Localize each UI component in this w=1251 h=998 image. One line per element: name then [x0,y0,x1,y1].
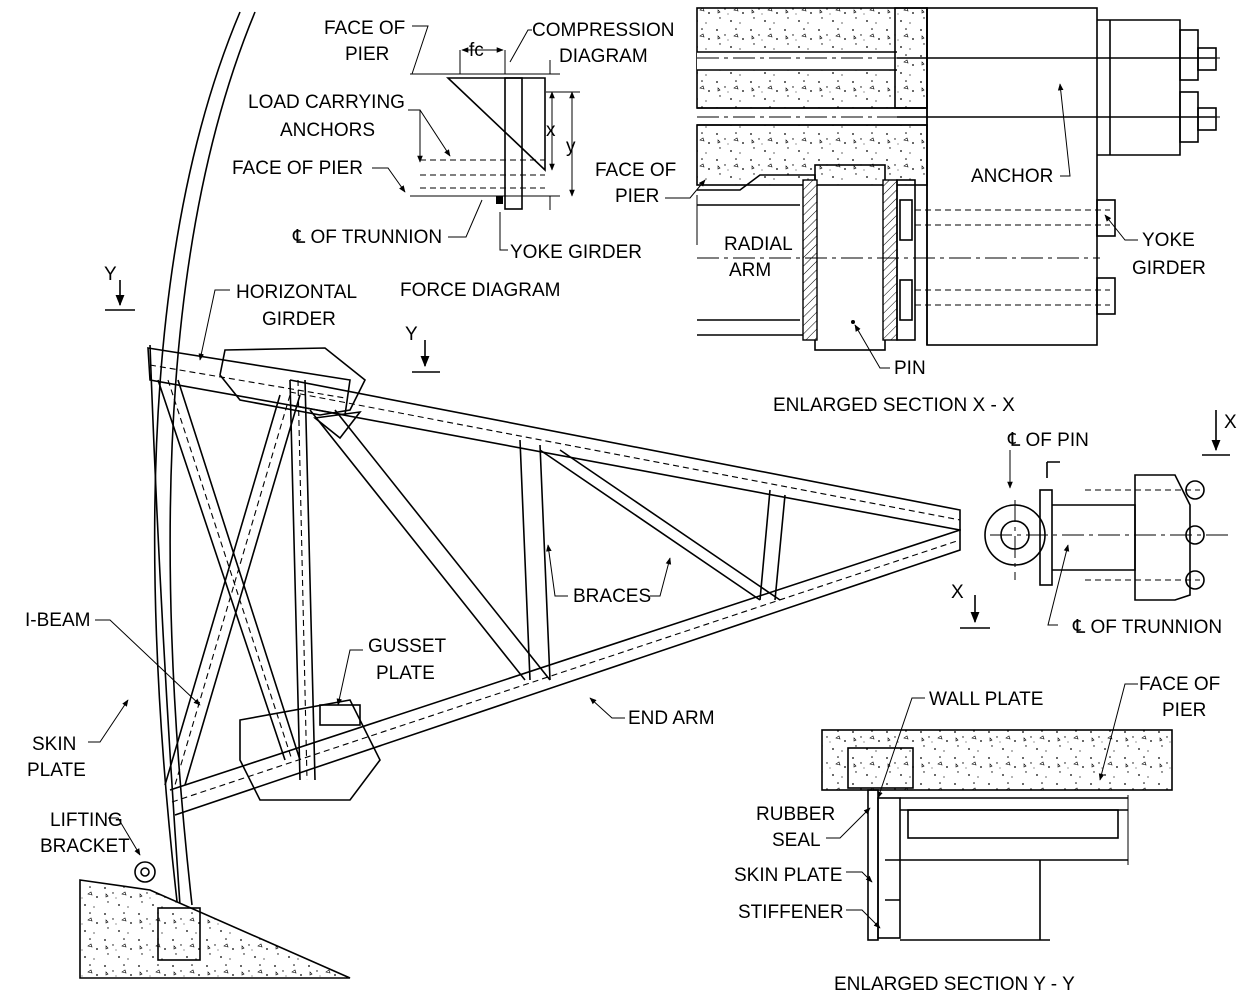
lifting-bracket-label-2: BRACKET [40,836,130,857]
end-arm-label: END ARM [628,708,715,729]
force-diagram-title: FORCE DIAGRAM [400,280,560,301]
cl-of-pin-label: ℄ OF PIN [1007,430,1089,451]
face-of-pier-section-label-2: PIER [615,186,659,207]
gusset-plate-label-1: GUSSET [368,636,447,657]
y-marker-right: Y [405,324,418,345]
load-carrying-anchors-label-2: ANCHORS [280,120,375,141]
rubber-seal-label-2: SEAL [772,830,821,851]
compression-diagram-label-2: DIAGRAM [559,46,648,67]
section-y-y [821,683,1173,941]
cl-of-trunnion-force-label: ℄ OF TRUNNION [292,227,442,248]
face-of-pier-section-label-1: FACE OF [595,160,676,181]
yoke-girder-section-label-1: YOKE [1142,230,1195,251]
face-of-pier-top-label-1: FACE OF [324,18,405,39]
fc-label: fc [469,40,484,61]
horizontal-girder-label-2: GIRDER [262,309,336,330]
braces-label: BRACES [573,586,651,607]
yoke-girder-force-label: YOKE GIRDER [510,242,642,263]
i-beam-label: I-BEAM [25,610,90,631]
enlarged-section-x-title: ENLARGED SECTION X - X [773,395,1015,416]
x-marker-bottom: X [951,582,964,603]
load-carrying-anchors-label-1: LOAD CARRYING [248,92,405,113]
skin-plate-yy-label: SKIN PLATE [734,865,842,886]
anchor-label: ANCHOR [971,166,1053,187]
compression-diagram-label-1: COMPRESSION [532,20,675,41]
section-x-x [665,7,1220,369]
face-of-pier-top-label-2: PIER [345,44,389,65]
yoke-girder-block [504,77,523,210]
gate-elevation [79,11,1230,979]
face-of-pier-yy-label-2: PIER [1162,700,1206,721]
skin-plate-main-label-2: PLATE [27,760,86,781]
compression-triangle [445,77,546,172]
radial-arm-label-2: ARM [729,260,771,281]
wall-plate-label: WALL PLATE [929,689,1043,710]
cl-of-trunnion-main-label: ℄ OF TRUNNION [1072,617,1222,638]
labels: FACE OF PIER fc COMPRESSION DIAGRAM LOAD… [25,18,1237,995]
radial-arm-label-1: RADIAL [724,234,793,255]
stiffener-label: STIFFENER [738,902,844,923]
horizontal-girder-label-1: HORIZONTAL [236,282,357,303]
rubber-seal-label-1: RUBBER [756,804,835,825]
face-of-pier-yy-label-1: FACE OF [1139,674,1220,695]
y-marker-left: Y [104,264,117,285]
gusset-plate-label-2: PLATE [376,663,435,684]
enlarged-section-y-title: ENLARGED SECTION Y - Y [834,974,1075,995]
force-diagram [372,25,580,251]
pin-label: PIN [894,358,926,379]
face-of-pier-mid-label: FACE OF PIER [232,158,363,179]
dimension-y-label: y [566,136,576,157]
dimension-x-label: x [546,120,556,141]
lifting-bracket-label-1: LIFTING [50,810,123,831]
yoke-girder-section-label-2: GIRDER [1132,258,1206,279]
skin-plate-main-label-1: SKIN [32,734,76,755]
x-marker-top: X [1224,412,1237,433]
